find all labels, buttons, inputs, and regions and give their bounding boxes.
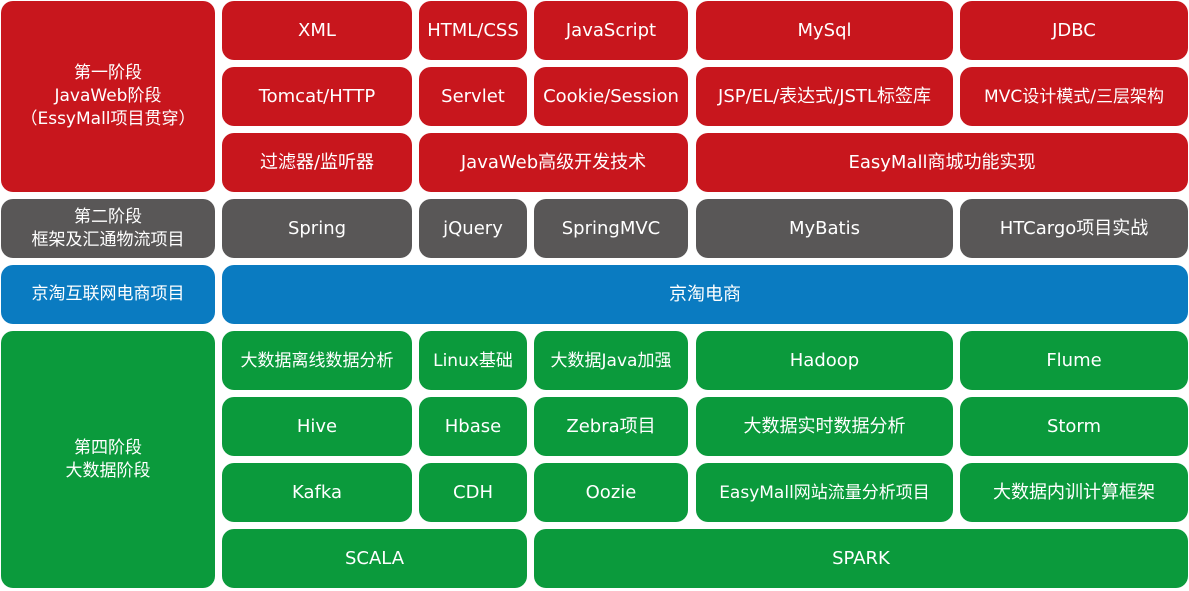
topic-tomcat-http: Tomcat/HTTP bbox=[222, 67, 412, 126]
topic-zebra: Zebra项目 bbox=[534, 397, 688, 456]
topic-servlet: Servlet bbox=[419, 67, 527, 126]
topic-traffic-analysis: EasyMall网站流量分析项目 bbox=[696, 463, 953, 522]
stage1-label-line2: JavaWeb阶段 bbox=[54, 86, 162, 106]
topic-hbase: Hbase bbox=[419, 397, 527, 456]
topic-spark: SPARK bbox=[534, 529, 1188, 588]
topic-hadoop: Hadoop bbox=[696, 331, 953, 390]
topic-cookie-session: Cookie/Session bbox=[534, 67, 688, 126]
stage2-label: 第二阶段 框架及汇通物流项目 bbox=[1, 199, 215, 258]
stage4-label: 第四阶段 大数据阶段 bbox=[1, 331, 215, 588]
stage1-label-line1: 第一阶段 bbox=[74, 63, 142, 83]
topic-javaweb-advanced: JavaWeb高级开发技术 bbox=[419, 133, 688, 192]
topic-kafka: Kafka bbox=[222, 463, 412, 522]
topic-storm: Storm bbox=[960, 397, 1188, 456]
topic-spring: Spring bbox=[222, 199, 412, 258]
topic-easymall-functions: EasyMall商城功能实现 bbox=[696, 133, 1188, 192]
topic-htcargo: HTCargo项目实战 bbox=[960, 199, 1188, 258]
stage3-label-text: 京淘互联网电商项目 bbox=[31, 284, 185, 304]
topic-bigdata-java: 大数据Java加强 bbox=[534, 331, 688, 390]
stage2-label-line1: 第二阶段 bbox=[74, 206, 142, 227]
stage1-label-line3: （EssyMall项目贯穿） bbox=[20, 109, 196, 129]
topic-hive: Hive bbox=[222, 397, 412, 456]
topic-mvc-three-tier: MVC设计模式/三层架构 bbox=[960, 67, 1188, 126]
topic-javascript: JavaScript bbox=[534, 1, 688, 60]
topic-jquery: jQuery bbox=[419, 199, 527, 258]
topic-springmvc: SpringMVC bbox=[534, 199, 688, 258]
topic-jingtao-ecommerce: 京淘电商 bbox=[222, 265, 1188, 324]
stage2-label-line2: 框架及汇通物流项目 bbox=[31, 229, 185, 250]
topic-realtime-analysis: 大数据实时数据分析 bbox=[696, 397, 953, 456]
stage3-label: 京淘互联网电商项目 bbox=[1, 265, 215, 324]
topic-xml: XML bbox=[222, 1, 412, 60]
topic-cdh: CDH bbox=[419, 463, 527, 522]
stage4-label-line2: 大数据阶段 bbox=[65, 460, 151, 481]
topic-oozie: Oozie bbox=[534, 463, 688, 522]
topic-jdbc: JDBC bbox=[960, 1, 1188, 60]
topic-mybatis: MyBatis bbox=[696, 199, 953, 258]
topic-jsp-el-jstl: JSP/EL/表达式/JSTL标签库 bbox=[696, 67, 953, 126]
stage1-label: 第一阶段 JavaWeb阶段 （EssyMall项目贯穿） bbox=[1, 1, 215, 192]
topic-scala: SCALA bbox=[222, 529, 527, 588]
topic-mysql: MySql bbox=[696, 1, 953, 60]
topic-filter-listener: 过滤器/监听器 bbox=[222, 133, 412, 192]
topic-linux-basics: Linux基础 bbox=[419, 331, 527, 390]
topic-flume: Flume bbox=[960, 331, 1188, 390]
stage4-label-line1: 第四阶段 bbox=[74, 437, 142, 458]
topic-offline-analysis: 大数据离线数据分析 bbox=[222, 331, 412, 390]
topic-html-css: HTML/CSS bbox=[419, 1, 527, 60]
topic-compute-framework: 大数据内训计算框架 bbox=[960, 463, 1188, 522]
